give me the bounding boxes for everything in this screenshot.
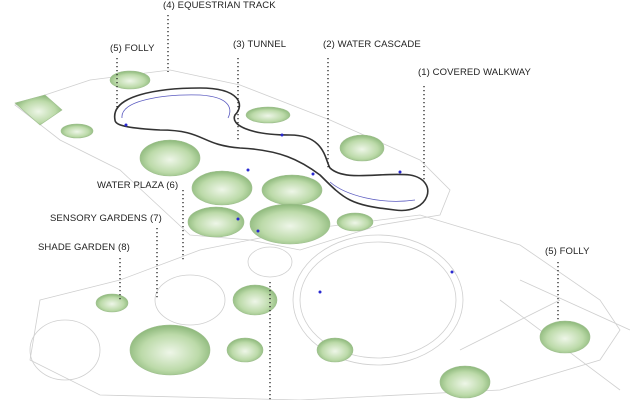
garden (245, 106, 291, 124)
label-tunnel: (3) TUNNEL (233, 39, 287, 50)
label-water-cascade: (2) WATER CASCADE (323, 39, 421, 50)
label-water-plaza: WATER PLAZA (6) (97, 180, 179, 191)
gardens (14, 70, 591, 399)
garden (226, 337, 264, 363)
garden (316, 337, 354, 363)
garden (232, 284, 278, 316)
garden (60, 123, 94, 139)
label-covered-walkway: (1) COVERED WALKWAY (418, 67, 531, 78)
garden-far-left (14, 94, 63, 126)
covered-walkway (114, 87, 429, 212)
label-folly-top: (5) FOLLY (110, 43, 155, 54)
label-shade-garden: SHADE GARDEN (8) (38, 242, 130, 253)
garden (261, 174, 323, 206)
label-equestrian-track: (4) EQUESTRIAN TRACK (163, 0, 276, 11)
label-folly-right: (5) FOLLY (545, 246, 590, 257)
garden (139, 139, 201, 177)
garden (187, 206, 245, 238)
garden (129, 324, 211, 376)
label-sensory-gardens: SENSORY GARDENS (7) (50, 213, 162, 224)
garden-folly-right (539, 320, 591, 354)
garden (439, 365, 491, 399)
garden-shade (95, 293, 129, 313)
garden (191, 170, 253, 206)
leader-lines (116, 15, 559, 400)
garden-folly (109, 70, 151, 90)
garden (249, 203, 331, 245)
path-arrows (124, 123, 454, 294)
garden (336, 212, 374, 232)
garden (339, 134, 385, 162)
